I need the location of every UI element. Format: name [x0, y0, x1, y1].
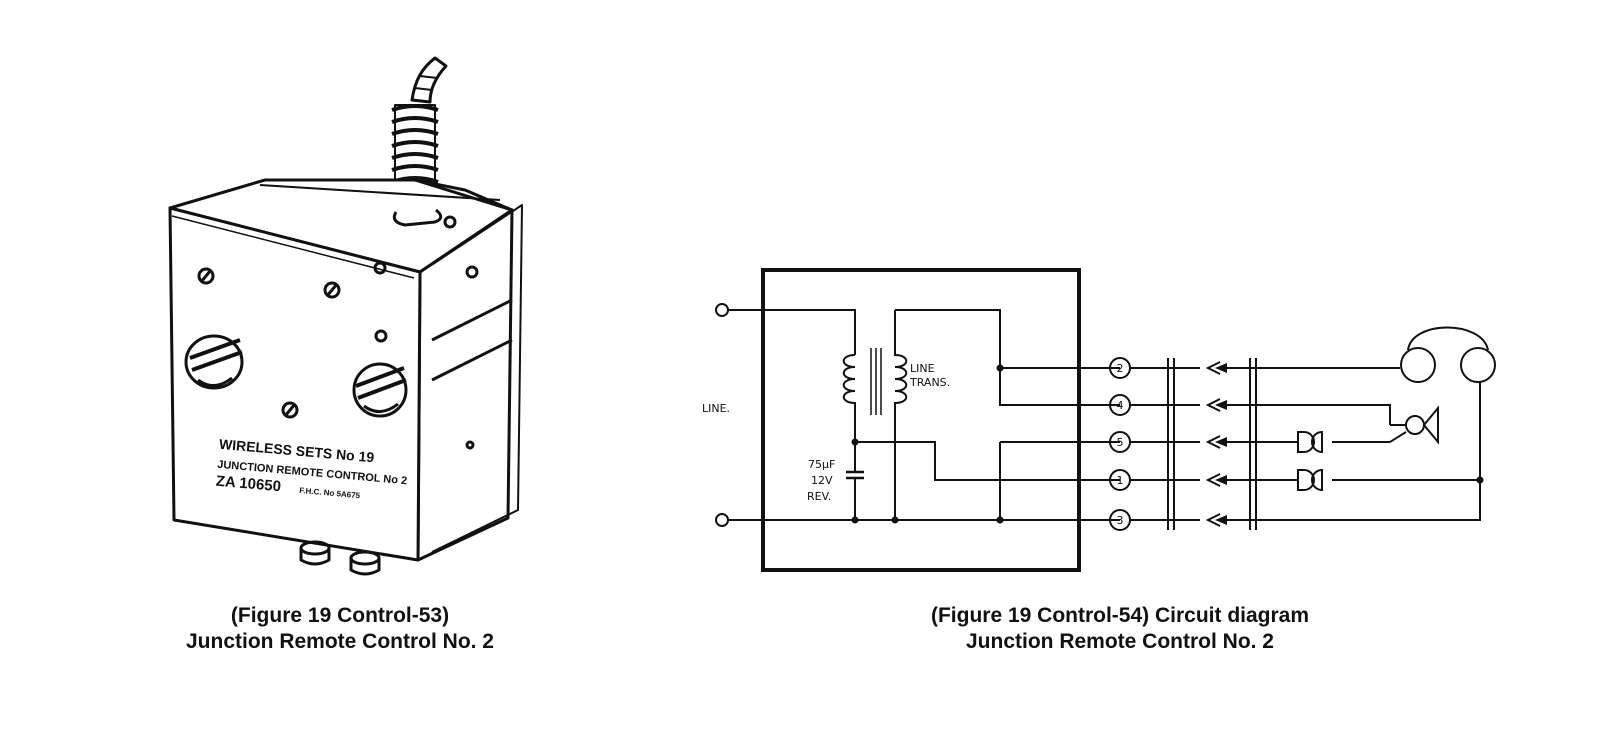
knob-right: [352, 362, 408, 418]
headphones: [1400, 326, 1496, 480]
right-caption-line1: (Figure 19 Control-54) Circuit diagram: [930, 604, 1310, 627]
transformer-label-1: LINE: [910, 362, 935, 375]
connector-bar-right: [1249, 358, 1257, 530]
junction-box-illustration: WIRELESS SETS No 19 JUNCTION REMOTE CONT…: [150, 40, 570, 600]
capacitor-label-3: REV.: [807, 490, 831, 503]
right-caption-line2: Junction Remote Control No. 2: [965, 630, 1274, 653]
junction-dots: [851, 364, 1004, 524]
capacitor: [846, 442, 864, 520]
box-label-line3: ZA 10650: [215, 473, 282, 496]
transformer-label-2: TRANS.: [909, 376, 950, 389]
right-caption: (Figure 19 Control-54) Circuit diagram J…: [830, 603, 1410, 655]
terminal-label: 3: [1117, 514, 1124, 527]
line-terminal-bottom: [715, 513, 729, 527]
bottom-terminals: [299, 540, 381, 576]
terminal-label: 1: [1117, 474, 1124, 487]
left-caption: (Figure 19 Control-53) Junction Remote C…: [100, 603, 580, 655]
junction-box-drawing: WIRELESS SETS No 19 JUNCTION REMOTE CONT…: [168, 56, 523, 576]
transformer: [842, 309, 1120, 520]
connector-bar-left: [1167, 358, 1175, 530]
plug-jacks: [1297, 430, 1480, 492]
capacitor-label-1: 75µF: [808, 458, 835, 471]
terminal-label: 2: [1117, 362, 1124, 375]
line-terminal-top: [715, 303, 729, 317]
terminal-label: 5: [1117, 436, 1124, 449]
circuit-diagram-svg: LINE. LINE TRANS. 75µF 12V REV. 2 4 5 1 …: [702, 268, 1496, 572]
screws: [197, 261, 479, 450]
arrowheads: [1215, 363, 1227, 525]
left-caption-line1: (Figure 19 Control-53): [230, 604, 450, 627]
knob-left: [184, 334, 244, 390]
box-front: [168, 206, 422, 562]
line-label: LINE.: [702, 402, 730, 415]
terminal-label: 4: [1117, 399, 1124, 412]
box-side: [416, 208, 514, 562]
microphone: [1389, 405, 1439, 445]
enclosure-box: [761, 268, 1081, 572]
cable: [410, 56, 448, 104]
capacitor-label-2: 12V: [811, 474, 833, 487]
left-caption-line2: Junction Remote Control No. 2: [185, 630, 494, 653]
circuit-diagram: LINE. LINE TRANS. 75µF 12V REV. 2 4 5 1 …: [700, 250, 1560, 595]
